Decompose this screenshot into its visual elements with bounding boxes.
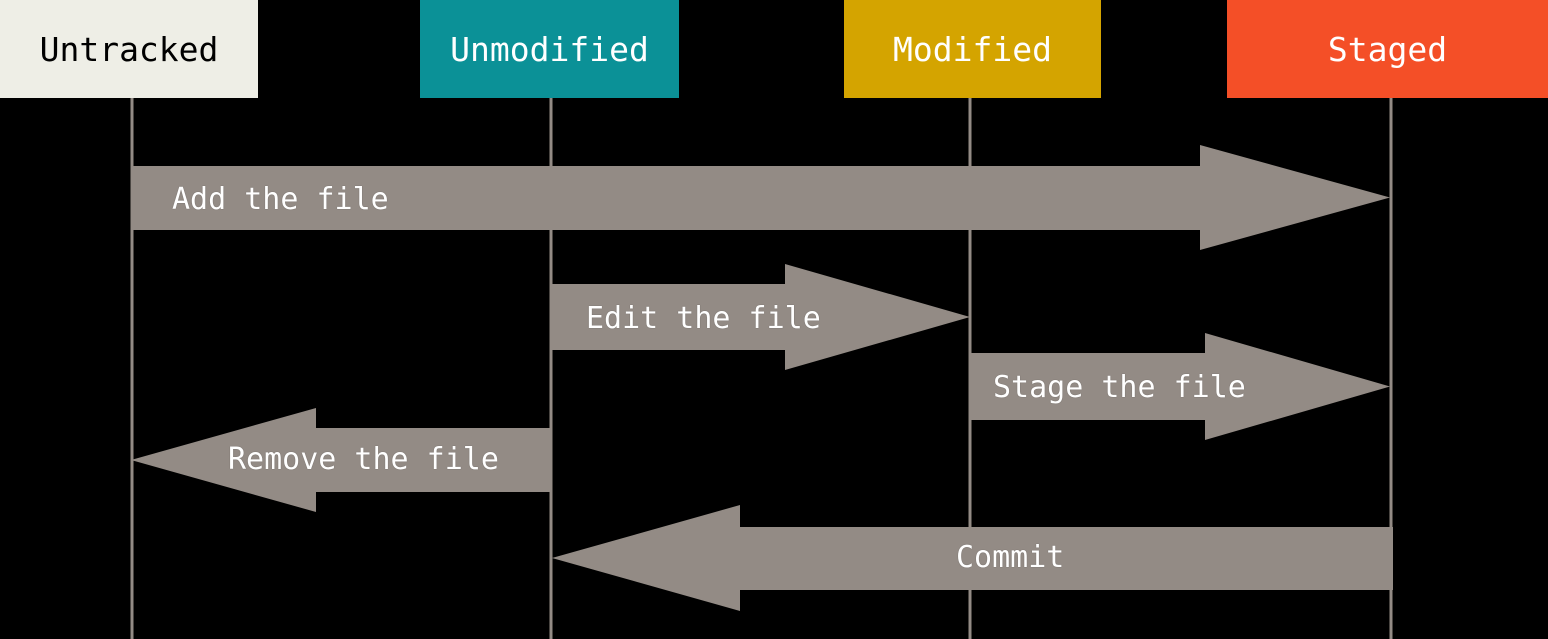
arrow-label-commit: Commit [956,540,1065,575]
arrow-label-stage-the-file: Stage the file [993,370,1246,405]
state-label-modified: Modified [893,29,1052,69]
state-label-untracked: Untracked [39,29,219,69]
state-box-modified[interactable]: Modified [844,0,1101,98]
arrow-label-remove-the-file: Remove the file [228,442,499,477]
state-label-unmodified: Unmodified [450,29,649,69]
arrow-label-add-the-file: Add the file [172,182,389,217]
lifeline-untracked [130,98,134,639]
lifeline-unmodified [549,98,553,639]
state-label-staged: Staged [1327,29,1448,69]
state-box-staged[interactable]: Staged [1227,0,1548,98]
arrows-group [131,145,1393,611]
arrow-commit [552,505,1393,611]
arrow-edit-the-file [551,264,970,370]
arrow-add-the-file [132,145,1390,250]
arrow-remove-the-file [131,408,550,512]
state-box-untracked[interactable]: Untracked [0,0,258,98]
arrow-stage-the-file [970,333,1390,440]
arrow-label-edit-the-file: Edit the file [586,301,821,336]
state-box-unmodified[interactable]: Unmodified [420,0,679,98]
lifeline-staged [1389,98,1393,639]
